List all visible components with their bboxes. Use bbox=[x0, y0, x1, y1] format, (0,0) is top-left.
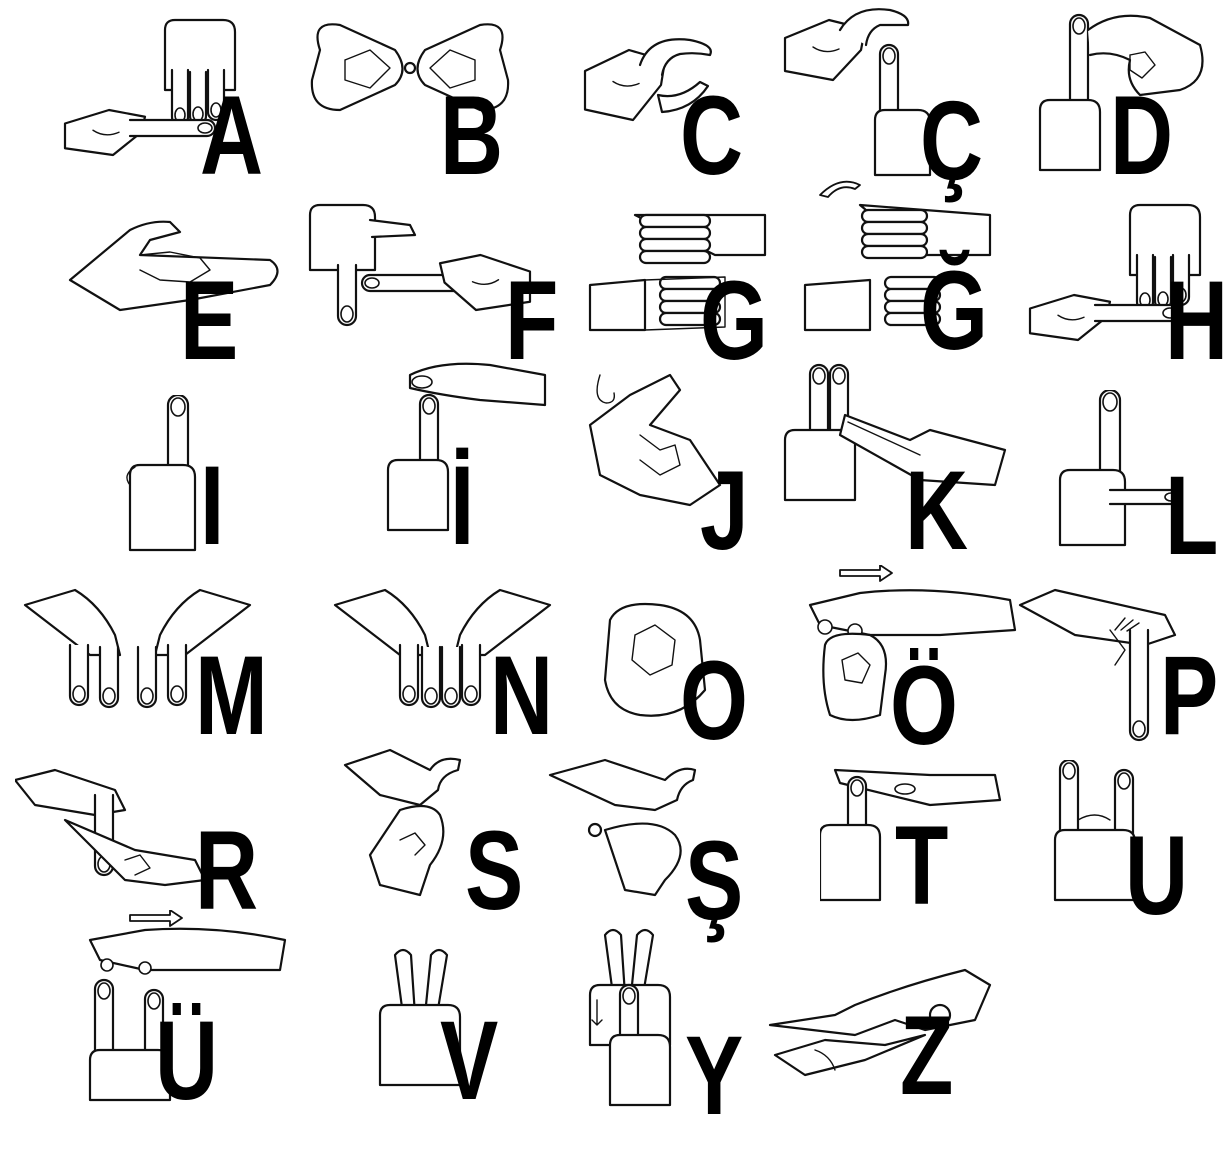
letter-label: U bbox=[1125, 820, 1187, 932]
letter-label: K bbox=[905, 455, 967, 567]
letter-label: V bbox=[440, 1005, 497, 1117]
hand-sign-icon bbox=[780, 0, 1020, 200]
letter-label: H bbox=[1165, 265, 1225, 377]
letter-label: L bbox=[1165, 460, 1217, 572]
letter-label: S bbox=[465, 815, 522, 927]
hand-sign-icon bbox=[60, 10, 300, 210]
letter-label: O bbox=[680, 645, 746, 757]
hand-sign-icon bbox=[340, 745, 580, 945]
hand-sign-icon bbox=[300, 10, 540, 210]
letter-label: I bbox=[200, 450, 223, 562]
letter-label: Ğ bbox=[920, 255, 986, 367]
letter-label: T bbox=[895, 810, 947, 922]
letter-label: D bbox=[1110, 80, 1172, 192]
letter-label: N bbox=[490, 640, 552, 752]
hand-sign-icon bbox=[765, 965, 1005, 1165]
letter-label: B bbox=[440, 80, 502, 192]
letter-label: Y bbox=[685, 1020, 742, 1132]
letter-label: C bbox=[680, 80, 742, 192]
letter-label: İ bbox=[450, 450, 473, 562]
hand-sign-icon bbox=[120, 395, 360, 595]
letter-label: Ş bbox=[685, 825, 742, 937]
hand-sign-icon bbox=[545, 745, 785, 945]
letter-label: E bbox=[180, 265, 237, 377]
letter-label: Ö bbox=[890, 650, 956, 762]
hand-sign-icon bbox=[780, 360, 1020, 560]
letter-label: J bbox=[700, 455, 747, 567]
letter-label: P bbox=[1160, 640, 1217, 752]
letter-label: Ü bbox=[155, 1005, 217, 1117]
letter-label: G bbox=[700, 265, 766, 377]
letter-label: Z bbox=[900, 1000, 952, 1112]
letter-label: M bbox=[195, 640, 266, 752]
letter-label: A bbox=[200, 80, 262, 192]
